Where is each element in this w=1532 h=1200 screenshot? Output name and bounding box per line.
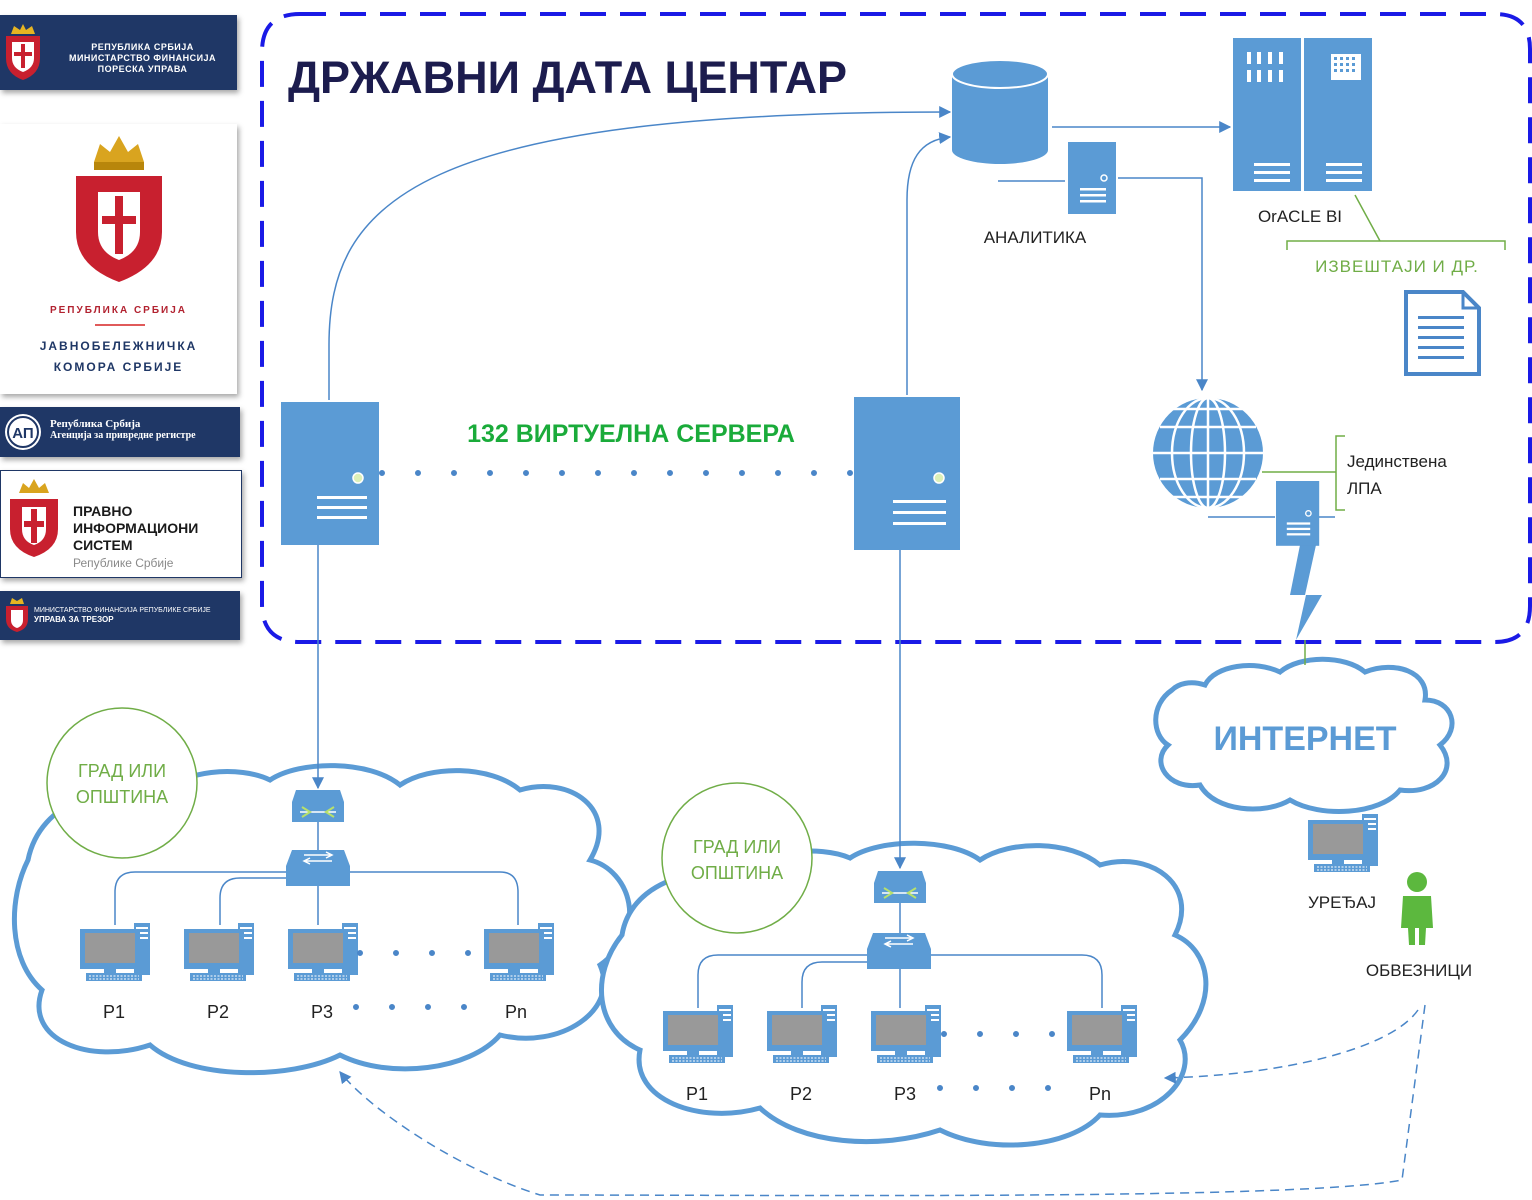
- link-taxpayers-right-municipality: [1163, 1009, 1419, 1084]
- treasury-logo: МИНИСТАРСТВО ФИНАНСИЈА РЕПУБЛИКЕ СРБИЈЕ …: [0, 591, 240, 640]
- notary-logo-line2: ЈАВНОБЕЛЕЖНИЧКА: [39, 339, 198, 353]
- apr-logo-line1: Република Србија: [50, 418, 141, 430]
- notary-logo-line1: РЕПУБЛИКА СРБИЈА: [49, 305, 188, 316]
- serbian-coat-of-arms-icon: [6, 598, 28, 632]
- link-right-server-db: [906, 132, 952, 395]
- serbian-coat-of-arms-icon: [10, 479, 58, 557]
- notary-divider: [95, 324, 145, 326]
- municipality-circle-right: [661, 782, 813, 934]
- tax-administration-logo: РЕПУБЛИКА СРБИЈА МИНИСТАРСТВО ФИНАНСИЈА …: [0, 15, 237, 90]
- analytics-server-icon: [1067, 141, 1117, 215]
- analytics-label: АНАЛИТИКА: [984, 228, 1087, 247]
- pc-label-left-3: P3: [311, 1002, 333, 1022]
- datacenter-title: ДРЖАВНИ ДАТА ЦЕНТАР: [288, 52, 847, 103]
- globe-icon: [1153, 396, 1263, 510]
- router-icon-left: [291, 789, 345, 823]
- router-icon-right: [873, 870, 927, 904]
- serbian-coat-of-arms-icon: [76, 136, 162, 282]
- virtual-server-right-icon: [854, 397, 960, 550]
- lpa-label-1: Јединствена: [1347, 452, 1447, 471]
- oracle-label: OrACLE BI: [1258, 207, 1342, 226]
- tax-logo-line1: РЕПУБЛИКА СРБИЈА: [91, 42, 194, 52]
- business-registers-agency-logo: АП Република Србија Агенција за привредн…: [0, 407, 240, 457]
- pc-label-right-1: P1: [686, 1084, 708, 1104]
- link-analytics-bus: [998, 177, 1202, 390]
- legal-logo-line4: Републике Србије: [73, 556, 174, 570]
- municipality-label-right-1: ГРАД ИЛИ: [693, 837, 781, 857]
- pc-label-right-2: P2: [790, 1084, 812, 1104]
- taxpayers-label: ОБВЕЗНИЦИ: [1366, 961, 1472, 980]
- switch-icon-right: [866, 932, 932, 970]
- svg-text:АП: АП: [12, 425, 33, 442]
- database-icon: [951, 59, 1049, 164]
- device-label: УРЕЂАЈ: [1308, 893, 1376, 912]
- notary-chamber-logo: РЕПУБЛИКА СРБИЈА ЈАВНОБЕЛЕЖНИЧКА КОМОРА …: [0, 124, 237, 394]
- notary-logo-line3: КОМОРА СРБИЈЕ: [53, 360, 184, 374]
- legal-logo-line3: СИСТЕМ: [73, 537, 133, 553]
- tax-logo-line2: МИНИСТАРСТВО ФИНАНСИЈА: [68, 53, 217, 63]
- switch-icon-left: [285, 849, 351, 887]
- virtual-server-left-icon: [281, 402, 379, 545]
- oracle-rack-icon: [1233, 38, 1372, 191]
- municipality-circle-left: [46, 707, 198, 859]
- internet-cloud: [1153, 656, 1455, 814]
- legal-information-system-logo: ПРАВНО ИНФОРМАЦИОНИ СИСТЕМ Републике Срб…: [0, 470, 242, 578]
- reports-label: ИЗВЕШТАЈИ И ДР.: [1315, 257, 1479, 276]
- person-icon: [1401, 872, 1433, 945]
- treasury-logo-line1: МИНИСТАРСТВО ФИНАНСИЈА РЕПУБЛИКЕ СРБИЈЕ: [34, 607, 211, 614]
- lan-lines-left: [114, 871, 519, 925]
- lpa-server-icon: [1275, 480, 1320, 547]
- pc-label-right-n: Pn: [1089, 1084, 1111, 1104]
- serbian-coat-of-arms-icon: [6, 24, 40, 80]
- pc-label-right-3: P3: [894, 1084, 916, 1104]
- internet-label: ИНТЕРНЕТ: [1213, 720, 1396, 758]
- pc-label-left-1: P1: [103, 1002, 125, 1022]
- municipality-label-left-2: ОПШТИНА: [76, 787, 168, 807]
- device-pc-icon: [1307, 813, 1379, 873]
- virtual-servers-label: 132 ВИРТУЕЛНА СЕРВЕРА: [467, 420, 795, 448]
- lpa-label-2: ЛПА: [1347, 479, 1382, 498]
- apr-logo-line2: Агенција за привредне регистре: [50, 430, 196, 441]
- municipality-label-right-2: ОПШТИНА: [691, 863, 783, 883]
- lpa-bracket: [1262, 435, 1345, 511]
- lightning-icon: [1290, 545, 1322, 640]
- apr-emblem-icon: АП: [5, 414, 41, 450]
- document-icon: [1404, 290, 1481, 376]
- municipality-label-left-1: ГРАД ИЛИ: [78, 761, 166, 781]
- link-taxpayers-left-municipality: [339, 1004, 1426, 1197]
- lan-lines-right: [697, 954, 1103, 1008]
- reports-bracket: [1286, 194, 1506, 250]
- pc-label-left-n: Pn: [505, 1002, 527, 1022]
- legal-logo-line2: ИНФОРМАЦИОНИ: [73, 520, 199, 536]
- treasury-logo-line2: УПРАВА ЗА ТРЕЗОР: [34, 615, 114, 624]
- pc-label-left-2: P2: [207, 1002, 229, 1022]
- datacenter-boundary: [260, 12, 1532, 644]
- link-left-server-db: [328, 106, 952, 400]
- legal-logo-line1: ПРАВНО: [73, 503, 133, 519]
- tax-logo-line3: ПОРЕСКА УПРАВА: [97, 64, 188, 74]
